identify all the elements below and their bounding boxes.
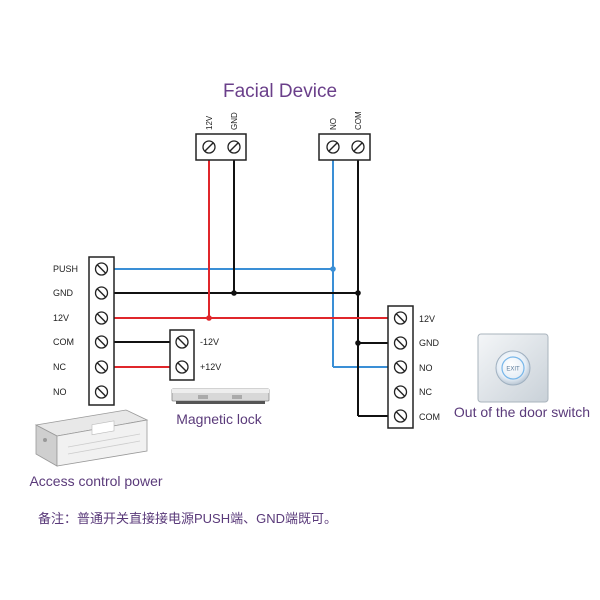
red-junction <box>206 315 212 321</box>
screw-icon <box>94 262 109 399</box>
exit-button-text: EXIT <box>506 367 520 373</box>
power-supply-terminal: PUSH GND 12V COM NC NO <box>53 256 115 406</box>
ps-gnd-label: GND <box>53 288 74 298</box>
gnd-junction <box>231 290 237 296</box>
exit-switch-image: EXIT <box>477 333 549 403</box>
magnetic-lock-terminal: -12V +12V <box>169 329 221 381</box>
red-wires <box>114 160 388 368</box>
ps-no-label: NO <box>53 387 67 397</box>
diagram-title: Facial Device <box>223 81 337 102</box>
access-control-power-caption: Access control power <box>29 473 162 489</box>
sw-no-label: NO <box>419 363 433 373</box>
ps-12v-label: 12V <box>53 313 69 323</box>
magnetic-lock-image <box>171 388 270 404</box>
ps-push-label: PUSH <box>53 264 78 274</box>
screw-icon <box>393 311 408 423</box>
blue-wires <box>114 160 388 368</box>
power-terminal-block <box>88 256 115 406</box>
facial-relay-terminal: NO COM <box>318 111 371 161</box>
switch-terminal-block <box>387 305 414 429</box>
note-text: 备注：普通开关直接接电源PUSH端、GND端既可。 <box>38 511 337 526</box>
facial-12v-label: 12V <box>205 115 214 130</box>
lock-neg-label: -12V <box>200 337 219 347</box>
com-junction-1 <box>355 290 361 296</box>
sw-nc-label: NC <box>419 387 432 397</box>
black-wires <box>114 160 388 417</box>
facial-gnd-label: GND <box>230 112 239 130</box>
com-junction-2 <box>355 340 361 346</box>
sw-com-label: COM <box>419 412 440 422</box>
access-control-power-image <box>34 409 149 467</box>
facial-com-label: COM <box>354 111 363 130</box>
blue-junction <box>330 266 336 272</box>
ps-com-label: COM <box>53 337 74 347</box>
exit-switch-caption: Out of the door switch <box>454 404 590 420</box>
facial-no-label: NO <box>329 118 338 130</box>
sw-12v-label: 12V <box>419 314 435 324</box>
sw-gnd-label: GND <box>419 338 440 348</box>
ps-nc-label: NC <box>53 362 66 372</box>
facial-power-terminal: 12V GND <box>195 112 247 161</box>
lock-pos-label: +12V <box>200 362 221 372</box>
exit-switch-terminal: 12V GND NO NC COM <box>387 305 440 429</box>
magnetic-lock-caption: Magnetic lock <box>176 411 263 427</box>
